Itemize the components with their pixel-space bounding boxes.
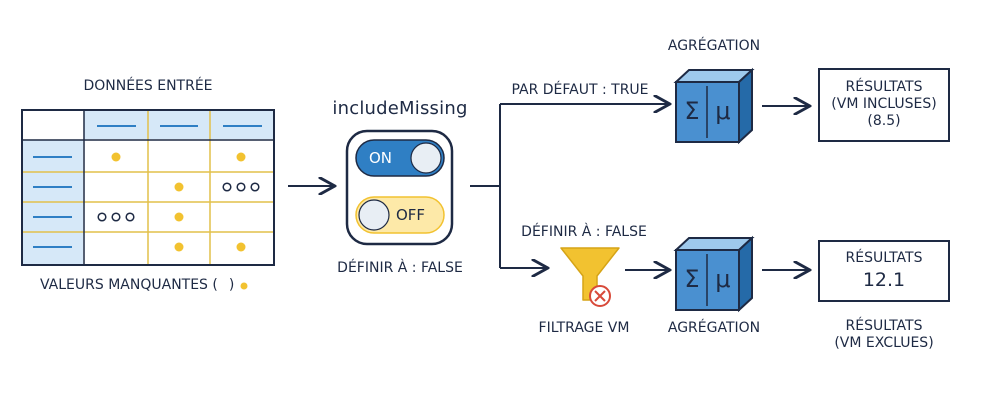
bottom-result-line1: RÉSULTATS — [845, 250, 923, 266]
bottom-aggregation-cube — [673, 235, 755, 313]
top-mu-symbol: μ — [715, 97, 731, 125]
filter-funnel-icon — [560, 247, 620, 307]
bottom-mu-symbol: μ — [715, 265, 731, 293]
toggle-title: includeMissing — [332, 98, 468, 119]
filter-title: FILTRAGE VM — [538, 320, 630, 336]
top-aggregation-cube — [673, 67, 755, 145]
toggle-on-label: ON — [369, 149, 393, 167]
toggle-set-label: DÉFINIR À : FALSE — [337, 260, 463, 276]
toggle-widget — [345, 129, 454, 246]
toggle-off-knob — [358, 199, 390, 231]
top-result-box: RÉSULTATS (VM INCLUSES) (8.5) — [818, 68, 950, 142]
missing-values-close: ) — [228, 277, 235, 293]
top-result-line1: RÉSULTATS — [845, 79, 923, 95]
top-sigma-symbol: Σ — [684, 97, 700, 125]
bottom-result-caption: RÉSULTATS (VM EXCLUES) — [834, 318, 933, 352]
missing-values-label: VALEURS MANQUANTES ( — [40, 277, 218, 293]
top-aggregation-title: AGRÉGATION — [667, 38, 761, 54]
branch-top-label: PAR DÉFAUT : TRUE — [511, 82, 649, 98]
bottom-result-box: RÉSULTATS 12.1 — [818, 240, 950, 302]
missing-values-legend: VALEURS MANQUANTES () — [40, 277, 234, 293]
table-grid — [23, 111, 273, 264]
bottom-sigma-symbol: Σ — [684, 265, 700, 293]
table-row-dashes — [33, 156, 72, 248]
top-result-line3: (8.5) — [867, 113, 901, 129]
bottom-caption-line2: (VM EXCLUES) — [834, 335, 934, 351]
table-value-dots — [111, 152, 246, 252]
branch-bottom-label: DÉFINIR À : FALSE — [521, 224, 647, 240]
input-title: DONNÉES ENTRÉE — [83, 78, 213, 94]
table-missing-markers — [97, 182, 260, 222]
toggle-on-knob — [410, 142, 442, 174]
bottom-caption-line1: RÉSULTATS — [845, 318, 923, 334]
branch-lines — [470, 104, 668, 268]
input-table — [21, 109, 275, 266]
legend-dot — [240, 282, 248, 290]
toggle-off-label: OFF — [396, 206, 426, 224]
bottom-result-value: 12.1 — [862, 269, 906, 291]
bottom-aggregation-title: AGRÉGATION — [667, 320, 761, 336]
top-result-line2: (VM INCLUSES) — [831, 96, 937, 112]
